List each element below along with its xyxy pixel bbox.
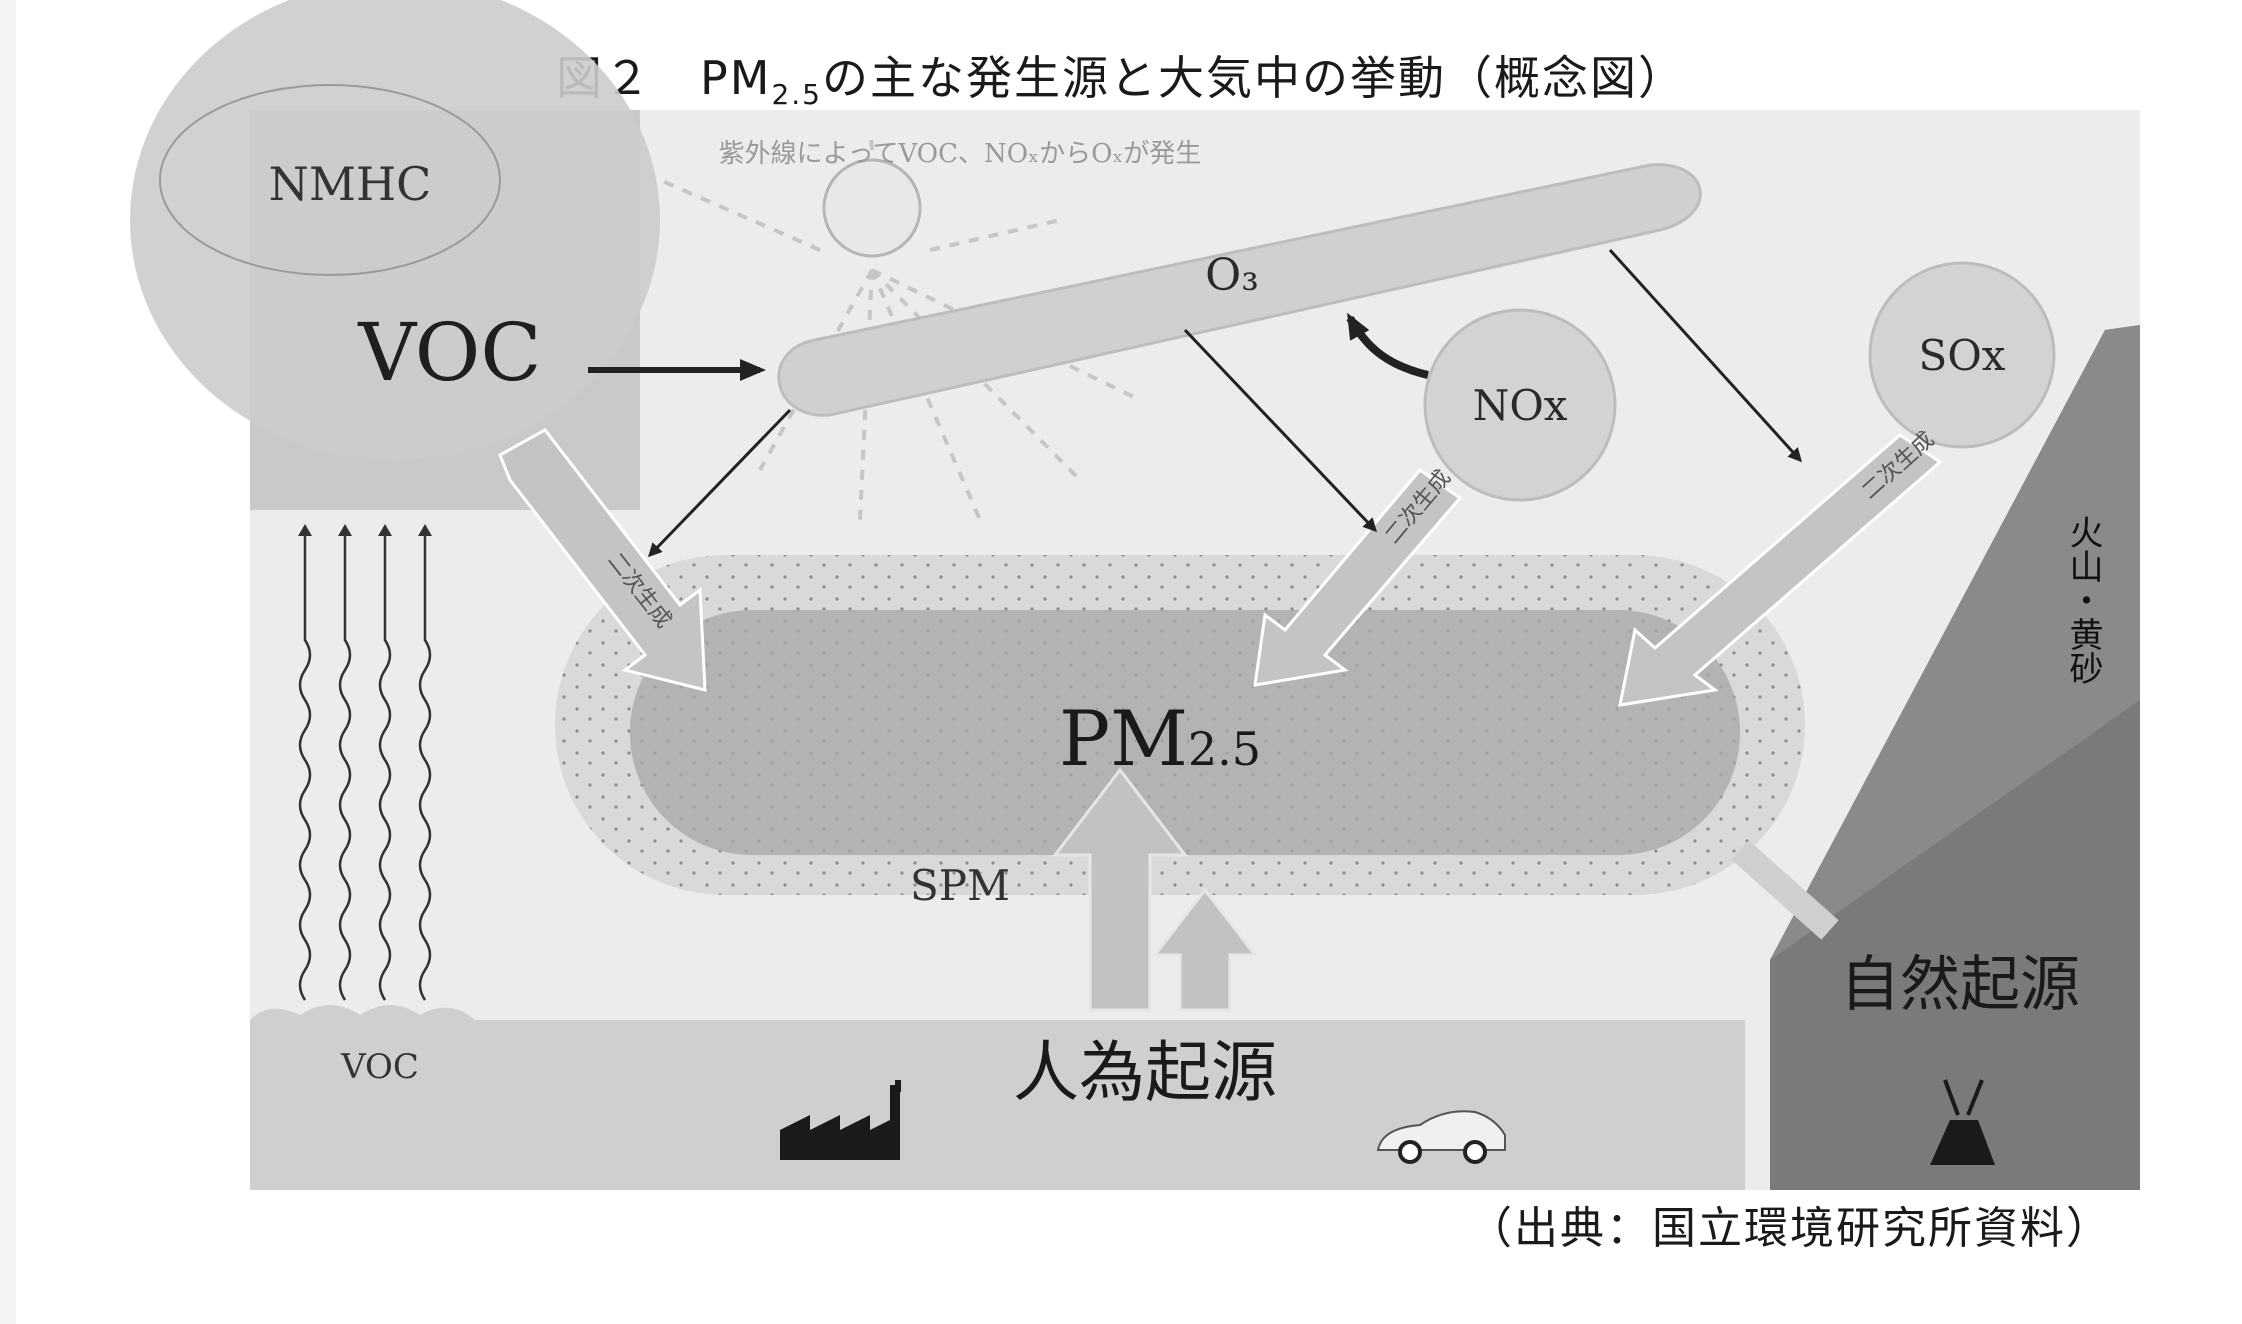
o3-to-pm-arrow-center [1183,328,1378,533]
scan-edge [0,0,16,1324]
sox-cloud [1868,261,2056,449]
pm25-main: PM [1059,694,1188,783]
nox-to-o3-arrow [1346,312,1429,379]
secondary-arrow-voc [498,428,707,692]
anthropogenic-source-label: 人為起源 [1013,1034,1277,1111]
o3-to-pm-arrow-left [647,408,792,558]
secondary-arrow-sox [1618,433,1943,707]
mountain-shade [1770,325,2140,960]
natural-source-label: 自然起源 [1840,950,2080,1020]
erupting-volcano-icon [1930,1079,1995,1165]
pm25-dots [630,610,1740,855]
voc-small-label: VOC [340,1047,419,1087]
factory-icon [780,1080,901,1160]
title-subscript: 2.5 [771,78,822,111]
anthropogenic-arrow-2 [1151,887,1259,1012]
nmhc-ellipse [159,84,501,276]
o3-label: O₃ [1205,250,1259,301]
pm25-label: PM2.5 [1059,694,1261,783]
nox-cloud [1423,308,1617,502]
volcano-dust-label: 火山・黄砂 [2063,515,2103,685]
uv-note: 紫外線によってVOC、NOₓからOₓが発生 [719,139,1202,169]
secondary-arrow-nox [1253,467,1463,687]
car-icon [1376,1110,1506,1164]
o3-cloud [777,163,1702,417]
ground-block [250,1005,1745,1190]
o3-to-pm-arrow-right [1608,248,1803,463]
natural-to-pm-arrow [1731,840,1839,940]
anthropogenic-arrow-1 [1051,767,1189,1012]
spm-label: SPM [910,861,1010,910]
secondary-arrows [498,428,1943,707]
title-suffix: の主な発生源と大気中の挙動（概念図） [821,51,1686,105]
voc-big-label: VOC [357,306,541,399]
sox-label: SOx [1919,331,2006,380]
source-citation: （出典：国立環境研究所資料） [1468,1203,2112,1254]
voc-cloud [130,0,660,460]
nox-label: NOx [1473,381,1568,430]
voc-emission-arrows [298,524,432,1001]
sun-icon [822,158,922,258]
pm25-sub: 2.5 [1188,722,1261,776]
nmhc-label: NMHC [269,157,432,211]
